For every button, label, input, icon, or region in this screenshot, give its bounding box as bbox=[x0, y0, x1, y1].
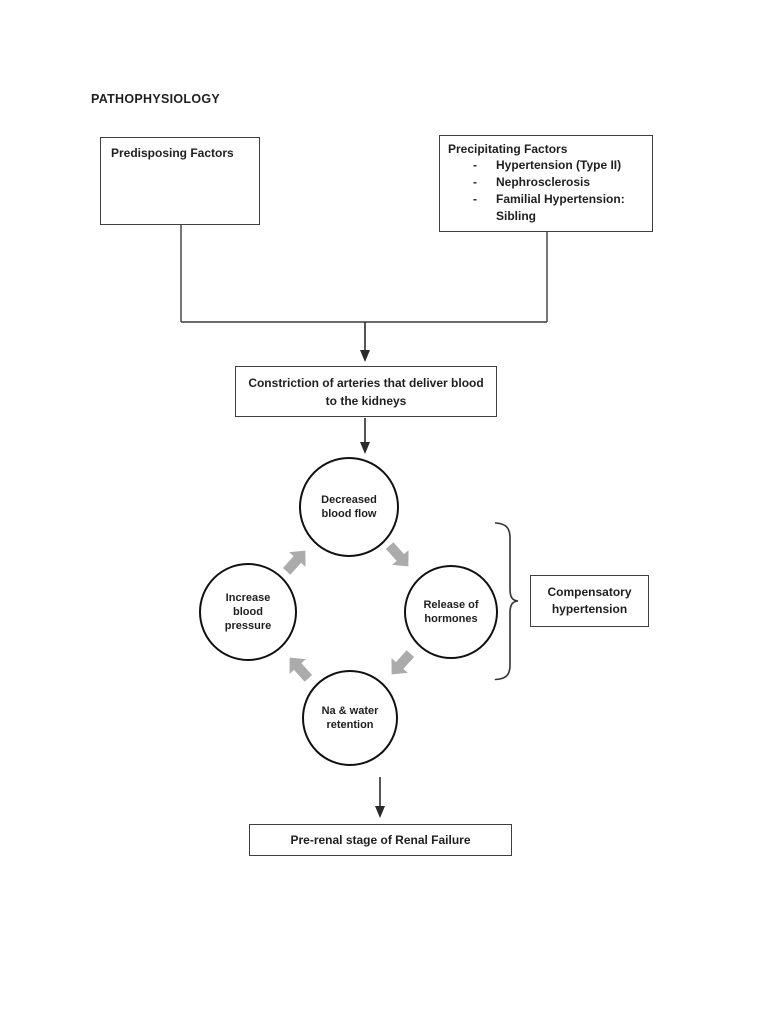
dash-bullet-icon: - bbox=[473, 175, 477, 189]
circle-label-line: hormones bbox=[424, 613, 478, 625]
circle-label-line: Release of bbox=[423, 599, 479, 611]
circle-label-line: Increase bbox=[225, 592, 271, 604]
compensatory-hypertension-box: Compensatory hypertension bbox=[530, 575, 649, 627]
cycle-arrow-retention-to-increase-icon bbox=[289, 657, 313, 682]
precipitating-factors-label: Precipitating Factors bbox=[448, 142, 568, 156]
circle-label-line: Decreased bbox=[321, 494, 377, 506]
dash-bullet-icon: - bbox=[473, 192, 477, 206]
flow-arrowhead-to-decreased-icon bbox=[360, 442, 370, 454]
cycle-arrow-release-to-retention-icon bbox=[391, 650, 415, 675]
flow-arrowhead-to-constriction-icon bbox=[360, 350, 370, 362]
prerenal-stage-box: Pre-renal stage of Renal Failure bbox=[249, 824, 512, 856]
flow-arrowhead-to-prerenal-icon bbox=[375, 806, 385, 818]
compensatory-label-line1: Compensatory bbox=[547, 585, 632, 599]
cycle-arrow-decreased-to-release-icon bbox=[385, 542, 409, 567]
page-title: PATHOPHYSIOLOGY bbox=[91, 92, 221, 106]
compensatory-label-line2: hypertension bbox=[551, 602, 628, 616]
list-item: - Nephrosclerosis bbox=[448, 174, 644, 191]
prerenal-stage-label: Pre-renal stage of Renal Failure bbox=[290, 833, 471, 847]
dash-bullet-icon: - bbox=[473, 158, 477, 172]
precipitating-factors-box: Precipitating Factors - Hypertension (Ty… bbox=[439, 135, 653, 232]
na-water-retention-circle: Na & water retention bbox=[302, 670, 398, 766]
circle-label-line: retention bbox=[326, 719, 374, 731]
curly-brace-icon bbox=[494, 522, 519, 681]
constriction-label-line1: Constriction of arteries that deliver bl… bbox=[248, 376, 484, 390]
decreased-blood-flow-circle: Decreased blood flow bbox=[299, 457, 399, 557]
list-item: - Familial Hypertension: Sibling bbox=[448, 191, 644, 225]
predisposing-factors-label: Predisposing Factors bbox=[111, 146, 234, 160]
precipitating-factors-list: - Hypertension (Type II) - Nephroscleros… bbox=[448, 157, 644, 225]
list-item: - Hypertension (Type II) bbox=[448, 157, 644, 174]
circle-label-line: Na & water bbox=[321, 705, 379, 717]
circle-label-line: pressure bbox=[224, 620, 272, 632]
release-of-hormones-circle: Release of hormones bbox=[404, 565, 498, 659]
list-item-label: Familial Hypertension: Sibling bbox=[496, 192, 625, 223]
list-item-label: Hypertension (Type II) bbox=[496, 158, 622, 172]
cycle-arrow-increase-to-decreased-icon bbox=[282, 550, 306, 575]
constriction-label-line2: to the kidneys bbox=[325, 394, 407, 408]
constriction-box: Constriction of arteries that deliver bl… bbox=[235, 366, 497, 417]
circle-label-line: blood bbox=[233, 606, 263, 618]
circle-label-line: blood flow bbox=[321, 508, 377, 520]
list-item-label: Nephrosclerosis bbox=[496, 175, 591, 189]
predisposing-factors-box: Predisposing Factors bbox=[100, 137, 260, 225]
increase-blood-pressure-circle: Increase blood pressure bbox=[199, 563, 297, 661]
